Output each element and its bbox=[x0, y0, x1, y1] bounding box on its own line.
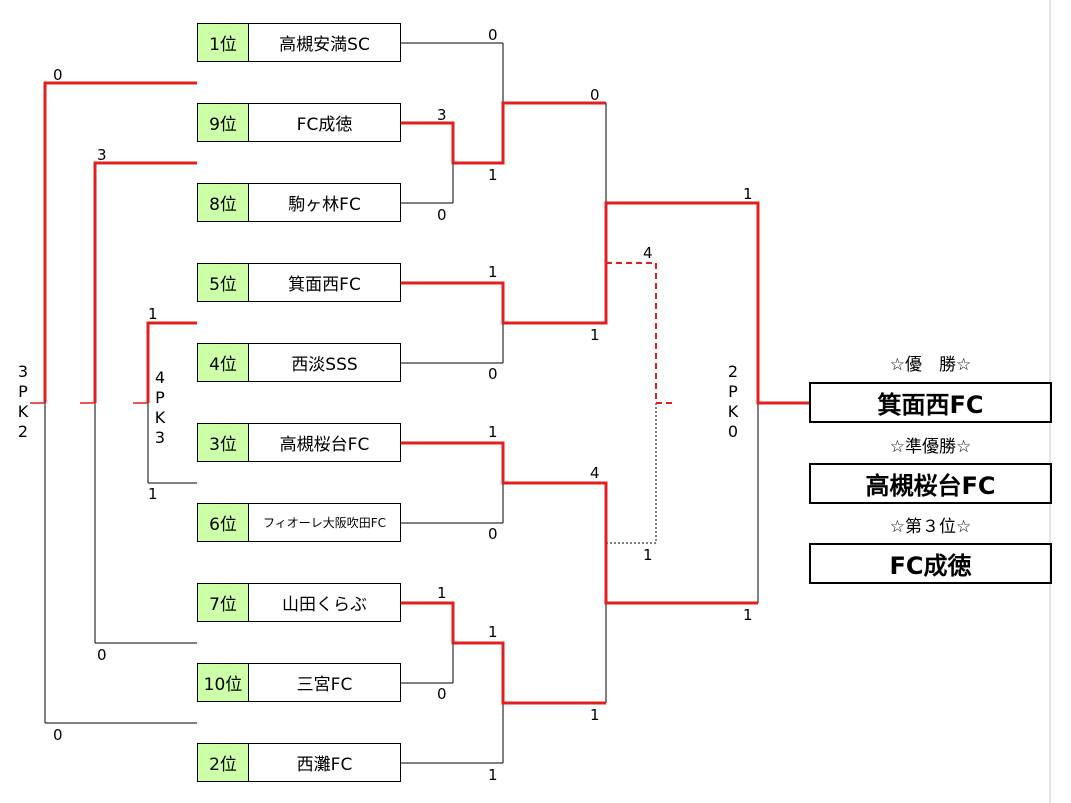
team-rank: 4位 bbox=[198, 344, 249, 381]
match-score: 1 bbox=[488, 766, 498, 784]
team-row: 10位 三宮FC bbox=[197, 663, 401, 702]
pk-label: 3 P K 2 bbox=[17, 362, 29, 441]
team-rank: 1位 bbox=[198, 24, 249, 61]
team-name: 西灘FC bbox=[296, 755, 353, 775]
team-name: 山田くらぶ bbox=[282, 595, 367, 615]
team-row: 4位 西淡SSS bbox=[197, 343, 401, 382]
pk-label: 2 P K 0 bbox=[727, 362, 739, 441]
match-score: 1 bbox=[590, 326, 600, 344]
third-place-label: ☆第３位☆ bbox=[889, 517, 972, 537]
team-name: 高槻安満SC bbox=[279, 35, 370, 55]
match-score: 0 bbox=[488, 365, 498, 383]
match-score: 0 bbox=[437, 206, 447, 224]
match-score: 1 bbox=[488, 623, 498, 641]
team-rank: 3位 bbox=[198, 424, 249, 461]
champion-box: 箕面西FC bbox=[809, 382, 1052, 423]
match-score: 0 bbox=[488, 525, 498, 543]
team-row: 5位 箕面西FC bbox=[197, 263, 401, 302]
match-score: 1 bbox=[488, 166, 498, 184]
team-row: 7位 山田くらぶ bbox=[197, 583, 401, 622]
team-rank: 6位 bbox=[198, 504, 249, 541]
runner-up-label: ☆準優勝☆ bbox=[889, 437, 972, 457]
team-name: 箕面西FC bbox=[288, 275, 361, 295]
team-name: 駒ヶ林FC bbox=[288, 195, 361, 215]
team-row: 2位 西灘FC bbox=[197, 743, 401, 782]
team-name: 西淡SSS bbox=[291, 355, 358, 375]
team-row: 8位 駒ヶ林FC bbox=[197, 183, 401, 222]
match-score: 1 bbox=[148, 305, 158, 323]
team-row: 6位 フィオーレ大阪吹田FC bbox=[197, 503, 401, 542]
match-score: 1 bbox=[488, 423, 498, 441]
match-score: 0 bbox=[53, 726, 63, 744]
team-rank: 2位 bbox=[198, 744, 249, 781]
team-row: 1位 高槻安満SC bbox=[197, 23, 401, 62]
runner-up-box: 高槻桜台FC bbox=[809, 463, 1052, 504]
match-score: 1 bbox=[743, 185, 753, 203]
third-place-box: FC成徳 bbox=[809, 543, 1052, 584]
team-name: FC成徳 bbox=[296, 115, 353, 135]
team-rank: 8位 bbox=[198, 184, 249, 221]
team-name: 高槻桜台FC bbox=[279, 435, 370, 455]
team-name: フィオーレ大阪吹田FC bbox=[262, 516, 387, 530]
match-score: 1 bbox=[743, 606, 753, 624]
match-score: 0 bbox=[97, 646, 107, 664]
match-score: 1 bbox=[590, 706, 600, 724]
team-rank: 10位 bbox=[198, 664, 249, 701]
match-score: 3 bbox=[97, 146, 107, 164]
team-name: 三宮FC bbox=[296, 675, 353, 695]
pk-label: 4 P K 3 bbox=[154, 368, 166, 447]
match-score: 0 bbox=[437, 685, 447, 703]
match-score: 3 bbox=[437, 106, 447, 124]
match-score: 0 bbox=[590, 86, 600, 104]
team-row: 9位 FC成徳 bbox=[197, 103, 401, 142]
match-score: 4 bbox=[643, 244, 653, 262]
team-rank: 7位 bbox=[198, 584, 249, 621]
match-score: 0 bbox=[53, 66, 63, 84]
match-score: 4 bbox=[590, 464, 600, 482]
match-score: 1 bbox=[488, 263, 498, 281]
match-score: 0 bbox=[488, 26, 498, 44]
match-score: 1 bbox=[148, 485, 158, 503]
match-score: 1 bbox=[643, 546, 653, 564]
match-score: 1 bbox=[437, 584, 447, 602]
champion-label: ☆優 勝☆ bbox=[889, 355, 972, 375]
team-row: 3位 高槻桜台FC bbox=[197, 423, 401, 462]
team-rank: 5位 bbox=[198, 264, 249, 301]
team-rank: 9位 bbox=[198, 104, 249, 141]
